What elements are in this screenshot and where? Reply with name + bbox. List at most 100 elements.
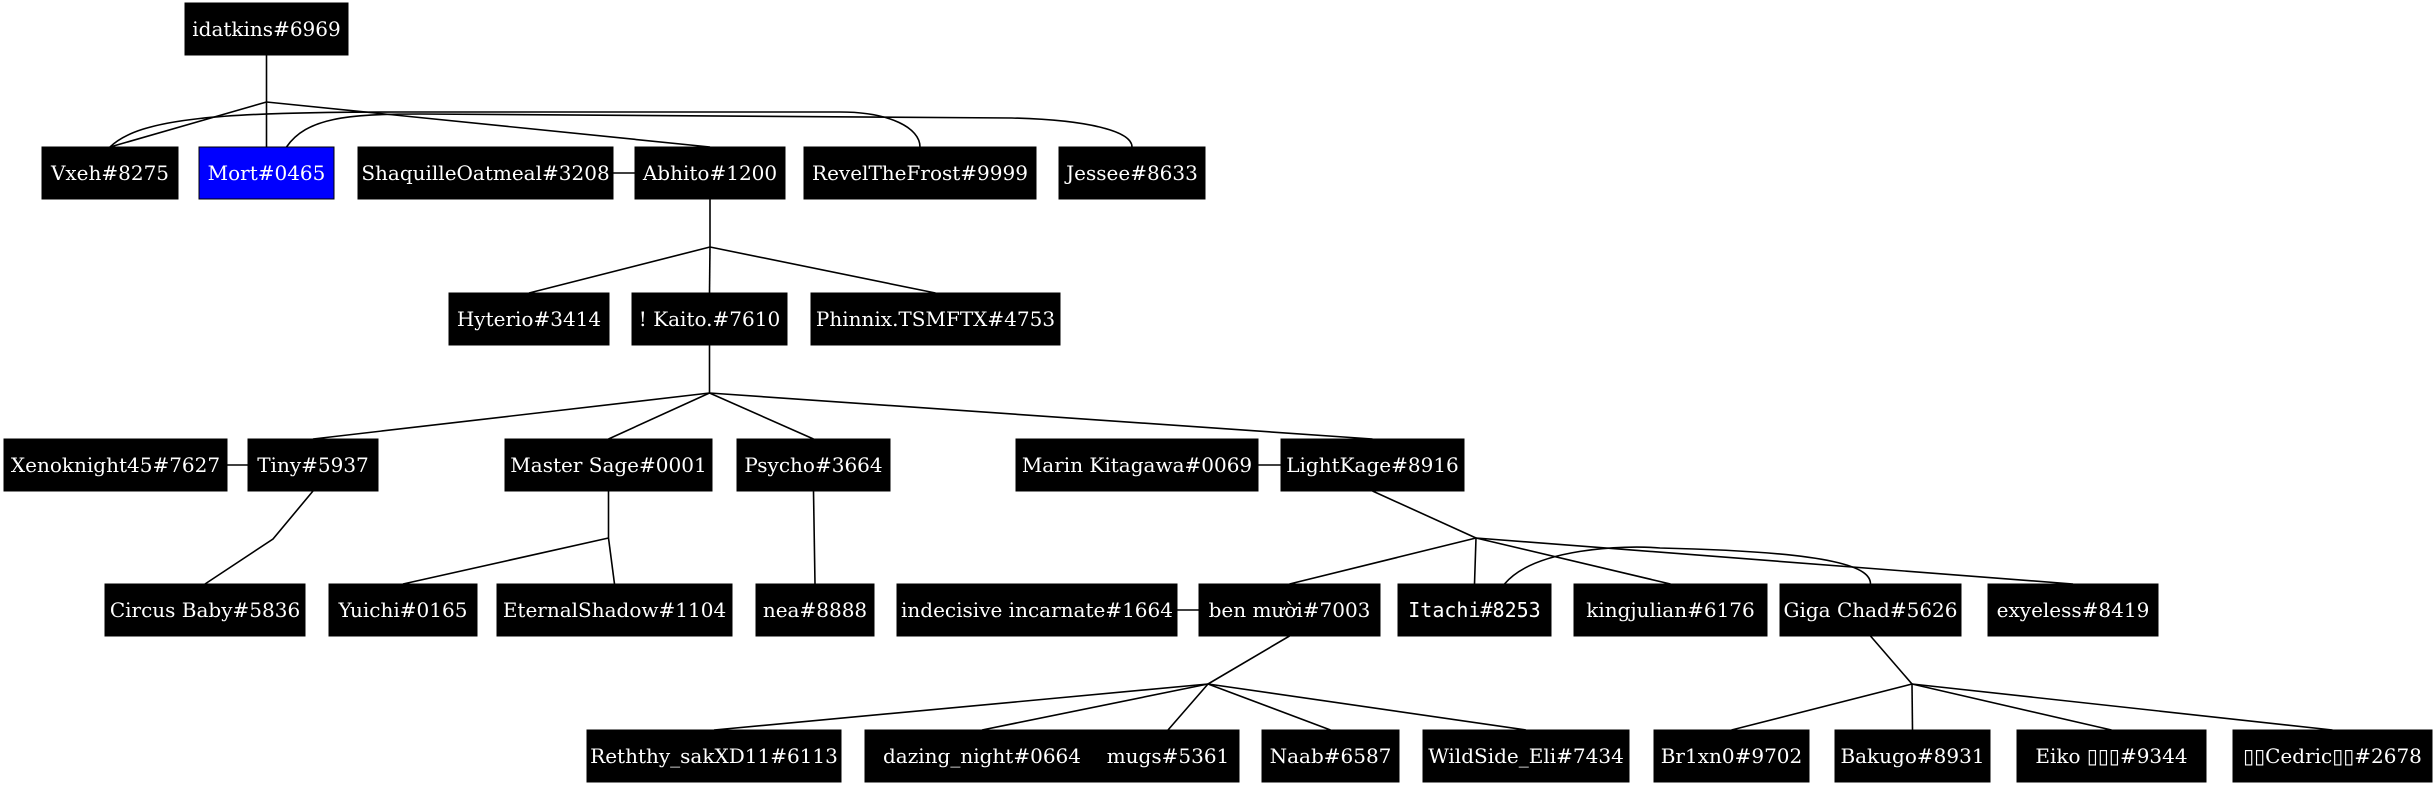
node-box-phinnix: [810, 292, 1061, 346]
node-mort: Mort#0465: [198, 146, 335, 200]
edge-psycho-nea: [812, 490, 816, 585]
node-box-mastersage: [504, 438, 713, 492]
node-box-psycho: [736, 438, 891, 492]
edge-gigachad-br1xn0: [1731, 683, 1913, 731]
edge-abhito-hyterio: [528, 246, 711, 294]
node-label-circusbaby: Circus Baby#5836: [110, 598, 300, 622]
node-box-mugs: [1096, 729, 1240, 783]
node-label-mugs: mugs#5361: [1107, 744, 1230, 768]
node-revel: RevelTheFrost#9999: [803, 146, 1037, 200]
node-label-bakugo: Bakugo#8931: [1840, 744, 1984, 768]
node-box-hyterio: [448, 292, 610, 346]
node-label-indecisive: indecisive incarnate#1664: [901, 598, 1173, 622]
edge-lightkage-junction: [1372, 490, 1477, 539]
edge-lightkage-exyeless: [1475, 537, 2074, 585]
node-shaquille: ShaquilleOatmeal#3208: [357, 146, 614, 200]
edge-mastersage-eternal: [607, 537, 616, 585]
edge-itachi-gigachad: [1503, 546, 1872, 585]
node-marin: Marin Kitagawa#0069: [1015, 438, 1259, 492]
node-label-hyterio: Hyterio#3414: [457, 307, 601, 331]
node-label-lightkage: LightKage#8916: [1286, 453, 1459, 477]
node-label-yuichi: Yuichi#0165: [338, 598, 468, 622]
node-label-itachi: Itachi#8253: [1408, 598, 1540, 622]
edge-gigachad-cedric: [1911, 683, 2333, 731]
node-label-eiko: Eiko ▯▯▯#9344: [2035, 744, 2187, 768]
edge-vxeh-revel: [109, 111, 921, 148]
node-box-lightkage: [1280, 438, 1465, 492]
node-eternal: EternalShadow#1104: [496, 583, 733, 637]
node-kingjulian: kingjulian#6176: [1573, 583, 1768, 637]
edge-gigachad-junction: [1869, 635, 1913, 685]
edge-kaito-tiny: [312, 392, 710, 440]
node-benmuoi: ben mười#7003: [1198, 583, 1381, 637]
node-label-cedric: ▯▯Cedric▯▯#2678: [2243, 744, 2422, 768]
node-label-naab: Naab#6587: [1270, 744, 1392, 768]
node-label-tiny: Tiny#5937: [257, 453, 369, 477]
node-circusbaby: Circus Baby#5836: [104, 583, 306, 637]
edge-benmuoi-mugs: [1167, 683, 1209, 731]
node-box-eternal: [496, 583, 733, 637]
edge-kaito-lightkage: [709, 392, 1373, 440]
node-label-reththy: Reththy_sakXD11#6113: [590, 744, 838, 768]
edge-junction-abhito: [266, 101, 711, 148]
node-label-eternal: EternalShadow#1104: [503, 598, 726, 622]
node-psycho: Psycho#3664: [736, 438, 891, 492]
edge-gigachad-eiko: [1911, 683, 2112, 731]
node-box-nea: [755, 583, 875, 637]
node-label-phinnix: Phinnix.TSMFTX#4753: [816, 307, 1055, 331]
edge-lightkage-kingjulian: [1475, 537, 1671, 585]
edge-benmuoi-dazing: [981, 683, 1209, 731]
node-nea: nea#8888: [755, 583, 875, 637]
node-box-exyeless: [1987, 583, 2159, 637]
node-label-kingjulian: kingjulian#6176: [1586, 598, 1755, 622]
node-label-br1xn0: Br1xn0#9702: [1661, 744, 1803, 768]
node-box-wildside: [1422, 729, 1630, 783]
node-box-vxeh: [41, 146, 179, 200]
node-label-revel: RevelTheFrost#9999: [812, 161, 1028, 185]
node-box-gigachad: [1779, 583, 1962, 637]
node-abhito: Abhito#1200: [634, 146, 786, 200]
node-dazing: dazing_night#0664: [864, 729, 1100, 783]
edge-mastersage-yuichi: [402, 537, 609, 585]
node-hyterio: Hyterio#3414: [448, 292, 610, 346]
node-bakugo: Bakugo#8931: [1834, 729, 1991, 783]
node-box-xenoknight: [3, 438, 228, 492]
node-box-eiko: [2016, 729, 2207, 783]
node-wildside: WildSide_Eli#7434: [1422, 729, 1630, 783]
node-label-idatkins: idatkins#6969: [192, 17, 340, 41]
node-label-exyeless: exyeless#8419: [1997, 598, 2150, 622]
node-label-shaquille: ShaquilleOatmeal#3208: [361, 161, 609, 185]
node-br1xn0: Br1xn0#9702: [1653, 729, 1810, 783]
node-box-revel: [803, 146, 1037, 200]
edge-benmuoi-junction: [1207, 635, 1290, 685]
node-label-mastersage: Master Sage#0001: [510, 453, 706, 477]
node-box-shaquille: [357, 146, 614, 200]
edge-benmuoi-reththy: [713, 683, 1209, 731]
node-box-mort: [198, 146, 335, 200]
node-cedric: ▯▯Cedric▯▯#2678: [2232, 729, 2433, 783]
node-mastersage: Master Sage#0001: [504, 438, 713, 492]
node-exyeless: exyeless#8419: [1987, 583, 2159, 637]
node-box-abhito: [634, 146, 786, 200]
node-box-kingjulian: [1573, 583, 1768, 637]
node-box-kaito: [631, 292, 788, 346]
edge-benmuoi-wildside: [1207, 683, 1527, 731]
node-box-itachi: [1397, 583, 1552, 637]
node-box-br1xn0: [1653, 729, 1810, 783]
edge-kaito-psycho: [709, 392, 814, 440]
tree-edges: [109, 55, 2333, 731]
node-label-marin: Marin Kitagawa#0069: [1022, 453, 1252, 477]
node-jessee: Jessee#8633: [1058, 146, 1206, 200]
node-box-cedric: [2232, 729, 2433, 783]
node-idatkins: idatkins#6969: [184, 2, 349, 56]
node-box-tiny: [247, 438, 379, 492]
node-box-reththy: [586, 729, 842, 783]
node-reththy: Reththy_sakXD11#6113: [586, 729, 842, 783]
node-box-marin: [1015, 438, 1259, 492]
node-label-xenoknight: Xenoknight45#7627: [11, 453, 220, 477]
node-mugs: mugs#5361: [1096, 729, 1240, 783]
node-label-nea: nea#8888: [763, 598, 867, 622]
node-box-naab: [1261, 729, 1400, 783]
